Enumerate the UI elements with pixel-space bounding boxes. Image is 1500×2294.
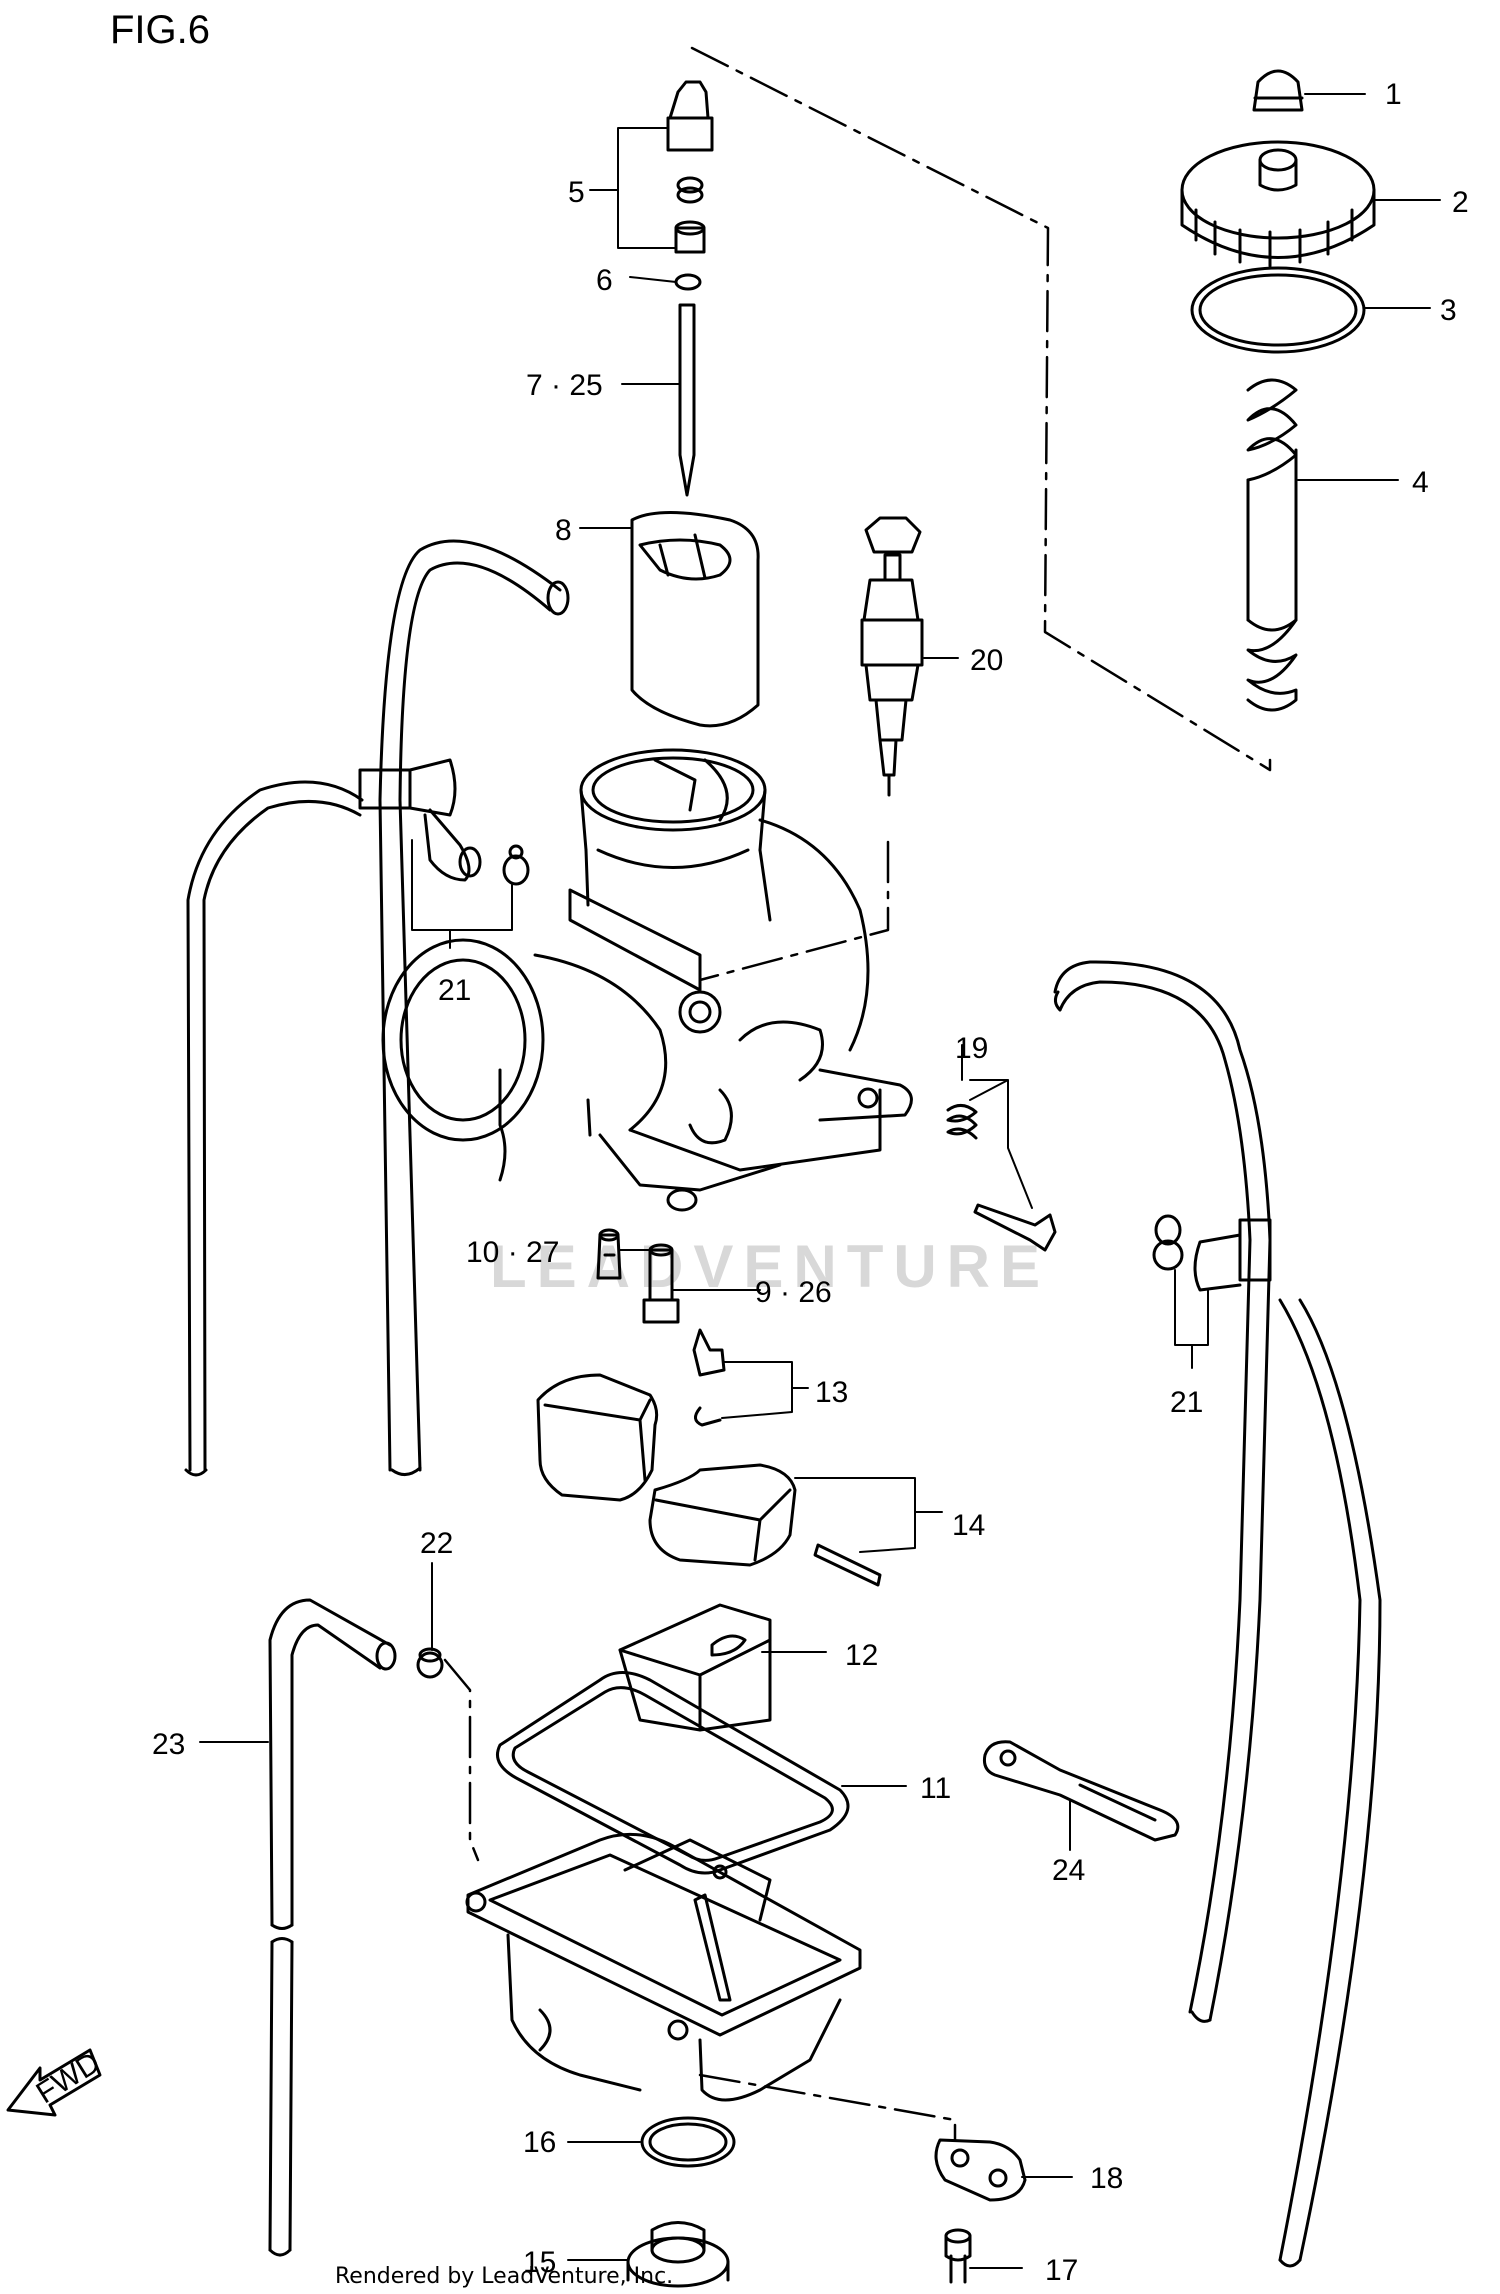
part-6-clip — [674, 273, 702, 291]
part-7-jet-needle — [678, 303, 696, 497]
part-16-o-ring — [640, 2116, 736, 2168]
part-19-air-screw — [946, 1104, 1057, 1252]
callout-11: 11 — [920, 1772, 951, 1805]
part-22-clamp — [416, 1651, 444, 1679]
callout-22: 22 — [420, 1527, 453, 1560]
callout-17: 17 — [1045, 2254, 1078, 2287]
part-17-screw — [944, 2228, 972, 2284]
part-23-drain-hose — [268, 1598, 397, 2257]
figure-title: FIG.6 — [110, 8, 211, 52]
callout-12: 12 — [845, 1639, 878, 1672]
watermark: LEADVENTURE — [490, 1233, 1051, 1300]
callout-1: 1 — [1385, 78, 1402, 111]
part-4-spring — [1246, 378, 1298, 712]
fwd-arrow-icon — [6, 2048, 102, 2117]
part-2-top-cover — [1180, 140, 1376, 268]
part-11-gasket — [496, 1671, 850, 1875]
leader-lines — [199, 93, 1441, 2269]
callout-20: 20 — [970, 644, 1003, 677]
part-21-left-vent-hoses — [184, 539, 570, 1477]
callout-3: 3 — [1440, 294, 1457, 327]
part-3-o-ring — [1190, 266, 1366, 354]
callout-8: 8 — [555, 514, 572, 547]
callout-23: 23 — [152, 1728, 185, 1761]
float-bowl — [465, 1832, 862, 2102]
part-24-bracket — [983, 1740, 1180, 1842]
fwd-label: FWD — [31, 2046, 106, 2110]
callout-5: 5 — [568, 176, 585, 209]
callout-19: 19 — [955, 1032, 988, 1065]
callout-9-26: 9 · 26 — [755, 1276, 832, 1309]
part-5-needle-clip-set — [666, 80, 714, 254]
assembly-guide-lines — [443, 46, 1272, 2142]
part-14-floats — [536, 1373, 882, 1587]
callout-10-27: 10 · 27 — [466, 1236, 559, 1269]
part-20-starter-plunger — [860, 516, 924, 797]
part-21-right-vent-hoses — [1053, 960, 1382, 2268]
callout-16: 16 — [523, 2126, 556, 2159]
callout-21-right: 21 — [1170, 1386, 1203, 1419]
callout-6: 6 — [596, 264, 613, 297]
part-9-needle-jet — [642, 1243, 680, 1324]
callout-2: 2 — [1452, 186, 1469, 219]
part-15-drain-plug — [626, 2221, 730, 2288]
callout-labels: 1 2 3 4 5 6 7 · 25 8 20 21 19 10 · 27 9 … — [31, 78, 1469, 2287]
part-18-hose-guide — [934, 2138, 1027, 2202]
part-10-main-jet — [596, 1228, 622, 1280]
callout-4: 4 — [1412, 466, 1429, 499]
callout-15: 15 — [523, 2246, 556, 2279]
footer-credit: Rendered by LeadVenture, Inc. — [335, 2264, 674, 2289]
callout-13: 13 — [815, 1376, 848, 1409]
callout-7-25: 7 · 25 — [526, 369, 603, 402]
callout-21-left: 21 — [438, 974, 471, 1007]
part-12-baffle — [618, 1603, 772, 1732]
part-1-cap — [1252, 69, 1304, 112]
part-13-float-valve — [692, 1328, 726, 1427]
callout-18: 18 — [1090, 2162, 1123, 2195]
callout-14: 14 — [952, 1509, 985, 1542]
callout-24: 24 — [1052, 1854, 1085, 1887]
part-8-throttle-valve — [630, 511, 760, 728]
